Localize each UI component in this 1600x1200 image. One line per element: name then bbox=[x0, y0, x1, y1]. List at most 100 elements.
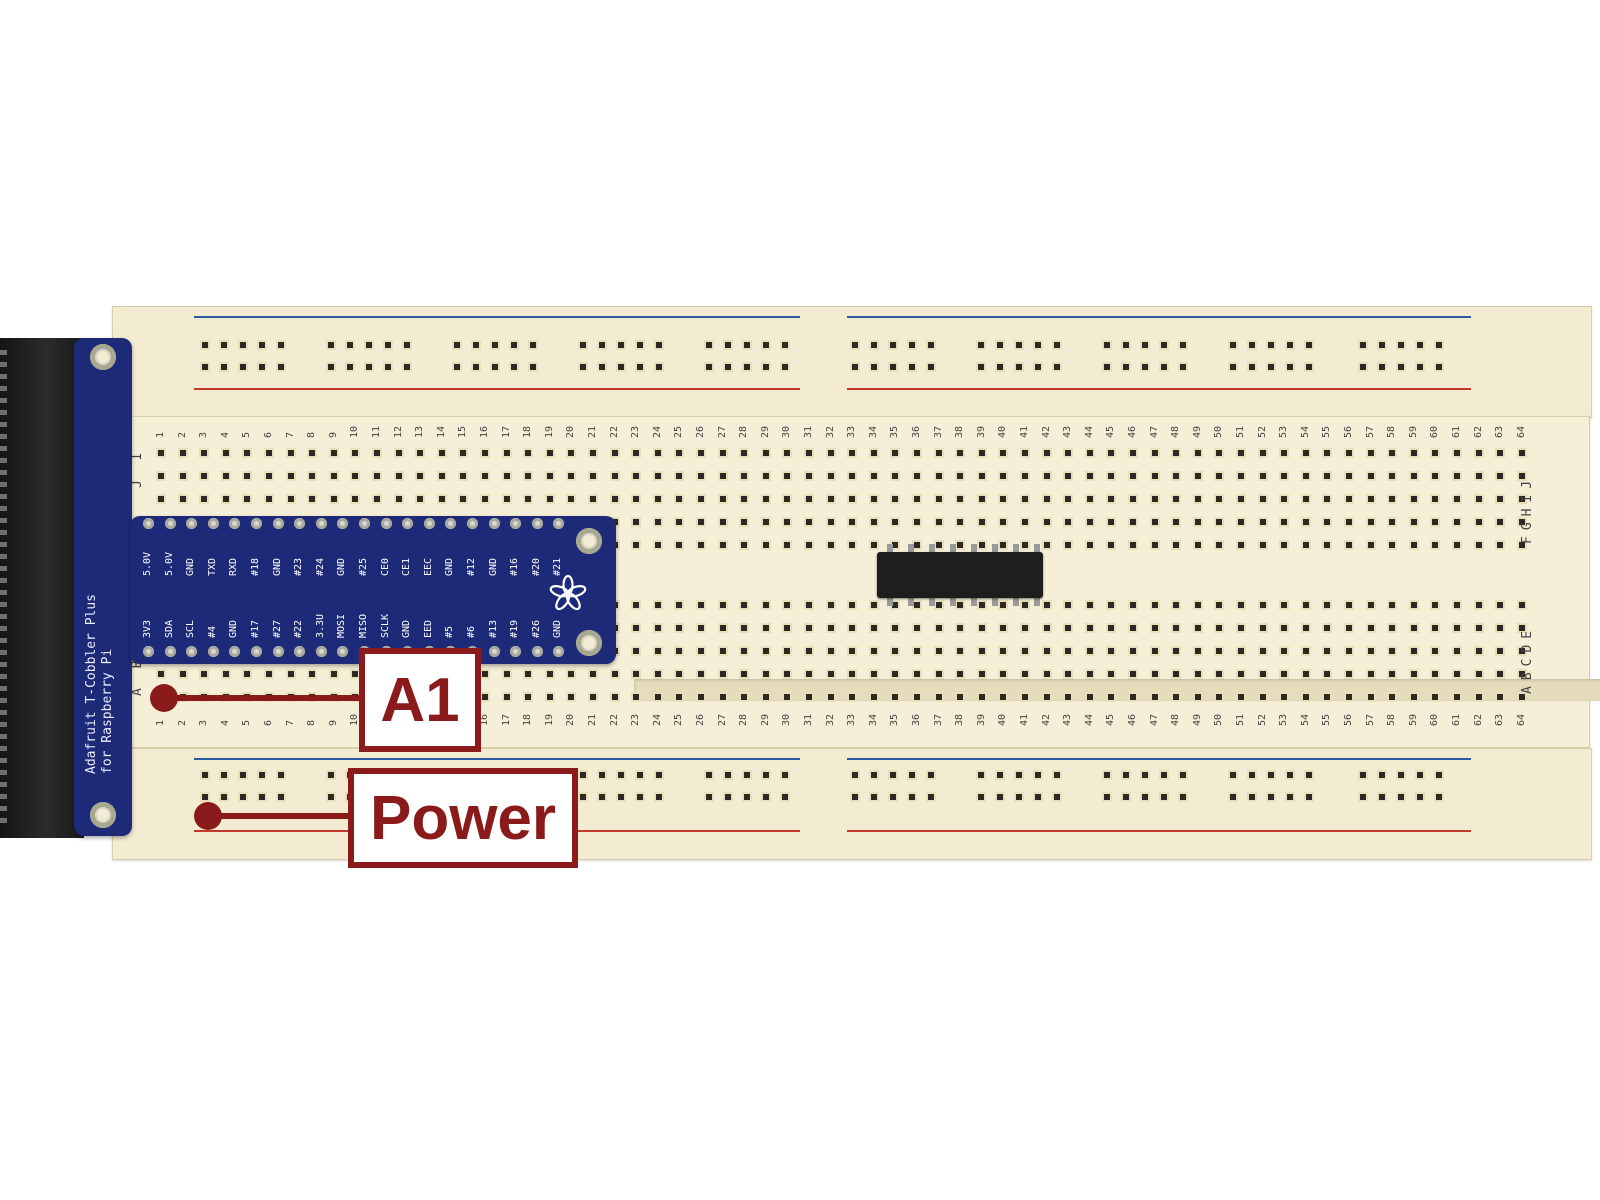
terminal-hole bbox=[482, 694, 488, 700]
terminal-hole bbox=[978, 519, 985, 525]
callout-a1-label: A1 bbox=[359, 648, 481, 752]
terminal-hole bbox=[330, 671, 337, 677]
cobbler-pin bbox=[337, 518, 349, 529]
flower-icon bbox=[549, 574, 587, 611]
terminal-hole bbox=[1497, 671, 1504, 677]
rail-hole bbox=[1123, 772, 1129, 778]
rail-hole bbox=[1398, 794, 1404, 800]
rail-hole bbox=[1054, 772, 1060, 778]
terminal-hole bbox=[546, 450, 553, 456]
terminal-hole bbox=[698, 542, 704, 548]
terminal-hole bbox=[1302, 602, 1309, 608]
terminal-hole bbox=[957, 450, 964, 456]
rail-hole bbox=[928, 772, 934, 778]
ribbon-pin bbox=[0, 782, 7, 787]
rail-hole bbox=[1161, 364, 1167, 370]
ribbon-pin bbox=[0, 710, 7, 715]
rail-hole bbox=[744, 364, 750, 370]
rail-hole bbox=[1230, 342, 1236, 348]
terminal-hole bbox=[1518, 671, 1525, 677]
terminal-hole bbox=[1065, 625, 1072, 631]
terminal-hole bbox=[633, 648, 640, 654]
terminal-hole bbox=[1086, 542, 1093, 548]
terminal-hole bbox=[978, 602, 985, 608]
terminal-hole bbox=[1324, 473, 1331, 479]
terminal-hole bbox=[1454, 450, 1460, 456]
terminal-hole bbox=[741, 602, 748, 608]
rail-hole bbox=[202, 794, 208, 800]
terminal-hole bbox=[676, 671, 683, 677]
ribbon-pin bbox=[0, 758, 7, 763]
terminal-hole bbox=[849, 542, 856, 548]
rail-hole bbox=[763, 364, 769, 370]
terminal-hole bbox=[158, 450, 164, 456]
terminal-hole bbox=[1022, 519, 1028, 525]
terminal-hole bbox=[654, 450, 661, 456]
chip-leg bbox=[992, 596, 998, 606]
callout-a1-dot bbox=[150, 684, 178, 712]
terminal-hole bbox=[158, 473, 164, 479]
terminal-hole bbox=[525, 496, 532, 502]
chip-leg bbox=[992, 544, 998, 554]
rail-hole bbox=[890, 794, 896, 800]
terminal-hole bbox=[1389, 450, 1396, 456]
terminal-hole bbox=[914, 496, 920, 502]
terminal-hole bbox=[1518, 602, 1525, 608]
rail-hole bbox=[1035, 772, 1041, 778]
rail-hole bbox=[763, 772, 769, 778]
terminal-hole bbox=[1173, 519, 1180, 525]
terminal-hole bbox=[1043, 496, 1050, 502]
terminal-hole bbox=[1216, 648, 1223, 654]
terminal-hole bbox=[870, 473, 877, 479]
terminal-hole bbox=[870, 450, 877, 456]
terminal-hole bbox=[827, 648, 834, 654]
terminal-hole bbox=[503, 694, 510, 700]
terminal-hole bbox=[633, 450, 640, 456]
terminal-hole bbox=[719, 694, 726, 700]
rail-hole bbox=[1360, 342, 1366, 348]
cobbler-pin bbox=[380, 518, 392, 529]
terminal-hole bbox=[892, 648, 899, 654]
rail-hole bbox=[1306, 772, 1312, 778]
rail-hole bbox=[366, 364, 372, 370]
terminal-hole bbox=[1475, 542, 1482, 548]
terminal-hole bbox=[957, 694, 964, 700]
rail-hole bbox=[1035, 342, 1041, 348]
terminal-hole bbox=[806, 694, 812, 700]
terminal-hole bbox=[1173, 473, 1180, 479]
terminal-hole bbox=[266, 496, 272, 502]
rail-hole bbox=[454, 364, 460, 370]
terminal-hole bbox=[1475, 519, 1482, 525]
rail-hole bbox=[782, 794, 788, 800]
terminal-hole bbox=[1086, 473, 1093, 479]
rail-hole bbox=[706, 342, 712, 348]
terminal-hole bbox=[1130, 648, 1136, 654]
cobbler-pin bbox=[272, 646, 284, 657]
cobbler-pin bbox=[207, 518, 219, 529]
terminal-hole bbox=[719, 450, 726, 456]
terminal-hole bbox=[503, 671, 510, 677]
terminal-hole bbox=[957, 519, 964, 525]
terminal-hole bbox=[1022, 473, 1028, 479]
rail-hole bbox=[1016, 342, 1022, 348]
terminal-hole bbox=[417, 473, 424, 479]
terminal-hole bbox=[1389, 519, 1396, 525]
terminal-hole bbox=[525, 671, 532, 677]
terminal-hole bbox=[633, 625, 640, 631]
terminal-hole bbox=[1022, 496, 1028, 502]
terminal-hole bbox=[1389, 602, 1396, 608]
chip-leg bbox=[1034, 544, 1040, 554]
chip-leg bbox=[1013, 596, 1019, 606]
terminal-hole bbox=[222, 496, 229, 502]
cobbler-pin bbox=[423, 518, 435, 529]
rail-hole bbox=[997, 794, 1003, 800]
terminal-hole bbox=[1130, 694, 1136, 700]
terminal-hole bbox=[525, 450, 532, 456]
terminal-hole bbox=[633, 694, 640, 700]
rail-hole bbox=[706, 364, 712, 370]
terminal-hole bbox=[1216, 694, 1223, 700]
cobbler-pin bbox=[337, 646, 349, 657]
terminal-hole bbox=[978, 450, 985, 456]
terminal-hole bbox=[1518, 519, 1525, 525]
terminal-hole bbox=[1194, 519, 1201, 525]
